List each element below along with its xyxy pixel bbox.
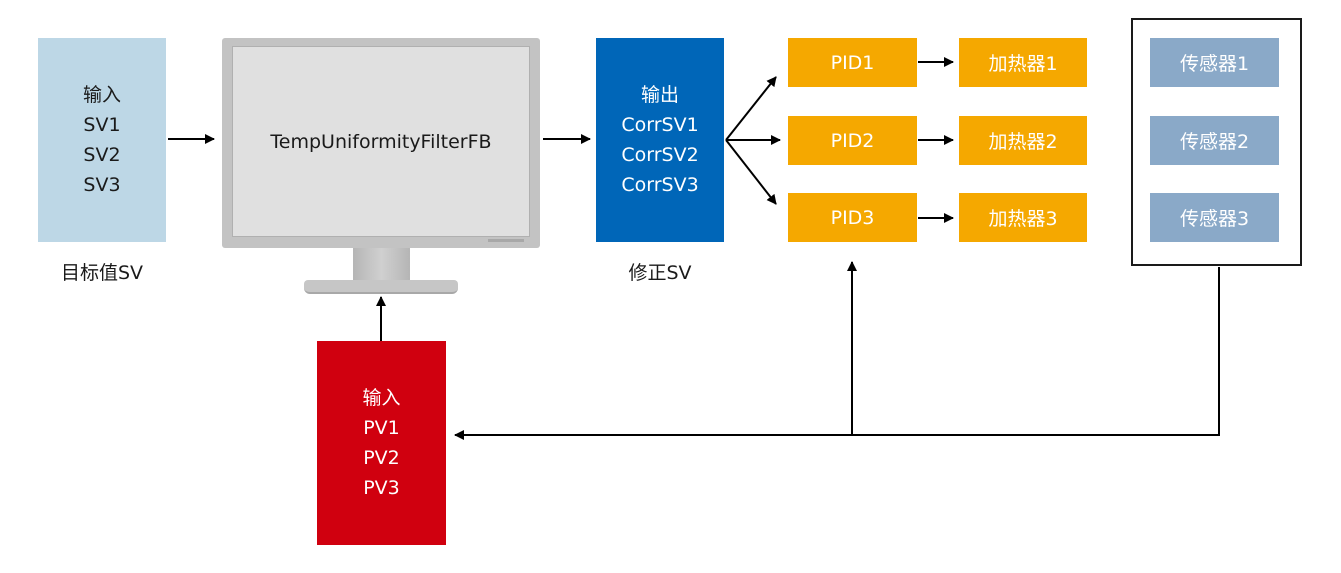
heater-block-1: 加热器1 [959, 38, 1087, 87]
input-sv-line-2: SV2 [83, 144, 121, 166]
output-line-3: CorrSV3 [621, 174, 699, 196]
sensor-block-3: 传感器3 [1150, 193, 1279, 242]
output-box: 输出 CorrSV1 CorrSV2 CorrSV3 [596, 38, 724, 242]
monitor-neck [353, 248, 410, 282]
pid-block-1: PID1 [788, 38, 917, 87]
sensor-block-2: 传感器2 [1150, 116, 1279, 165]
output-caption: 修正SV [628, 262, 692, 284]
output-line-1: CorrSV1 [621, 114, 699, 136]
feedback-sensor-to-pv [454, 267, 1220, 440]
input-sv-box: 输入 SV1 SV2 SV3 [38, 38, 166, 242]
input-pv-line-1: PV1 [363, 417, 400, 439]
heater-block-2: 加热器2 [959, 116, 1087, 165]
input-sv-line-3: SV3 [83, 174, 121, 196]
filter-block-label: TempUniformityFilterFB [270, 130, 492, 153]
input-sv-title: 输入 [82, 84, 121, 106]
input-sv-line-1: SV1 [83, 114, 121, 136]
output-line-2: CorrSV2 [621, 144, 699, 166]
output-title: 输出 [640, 84, 679, 106]
input-pv-box: 输入 PV1 PV2 PV3 [317, 341, 446, 545]
sensor-block-1: 传感器1 [1150, 38, 1279, 87]
input-pv-line-3: PV3 [363, 477, 400, 499]
filter-block-screen: TempUniformityFilterFB [232, 46, 530, 237]
input-pv-line-2: PV2 [363, 447, 400, 469]
input-pv-title: 输入 [362, 387, 401, 409]
monitor-base [304, 280, 458, 294]
pid-block-2: PID2 [788, 116, 917, 165]
input-sv-caption: 目标值SV [60, 262, 144, 284]
pid-block-3: PID3 [788, 193, 917, 242]
heater-block-3: 加热器3 [959, 193, 1087, 242]
arrow-output-to-pid3 [725, 139, 777, 205]
arrow-output-to-pid1 [725, 76, 777, 141]
monitor-logo-mark [488, 239, 524, 242]
